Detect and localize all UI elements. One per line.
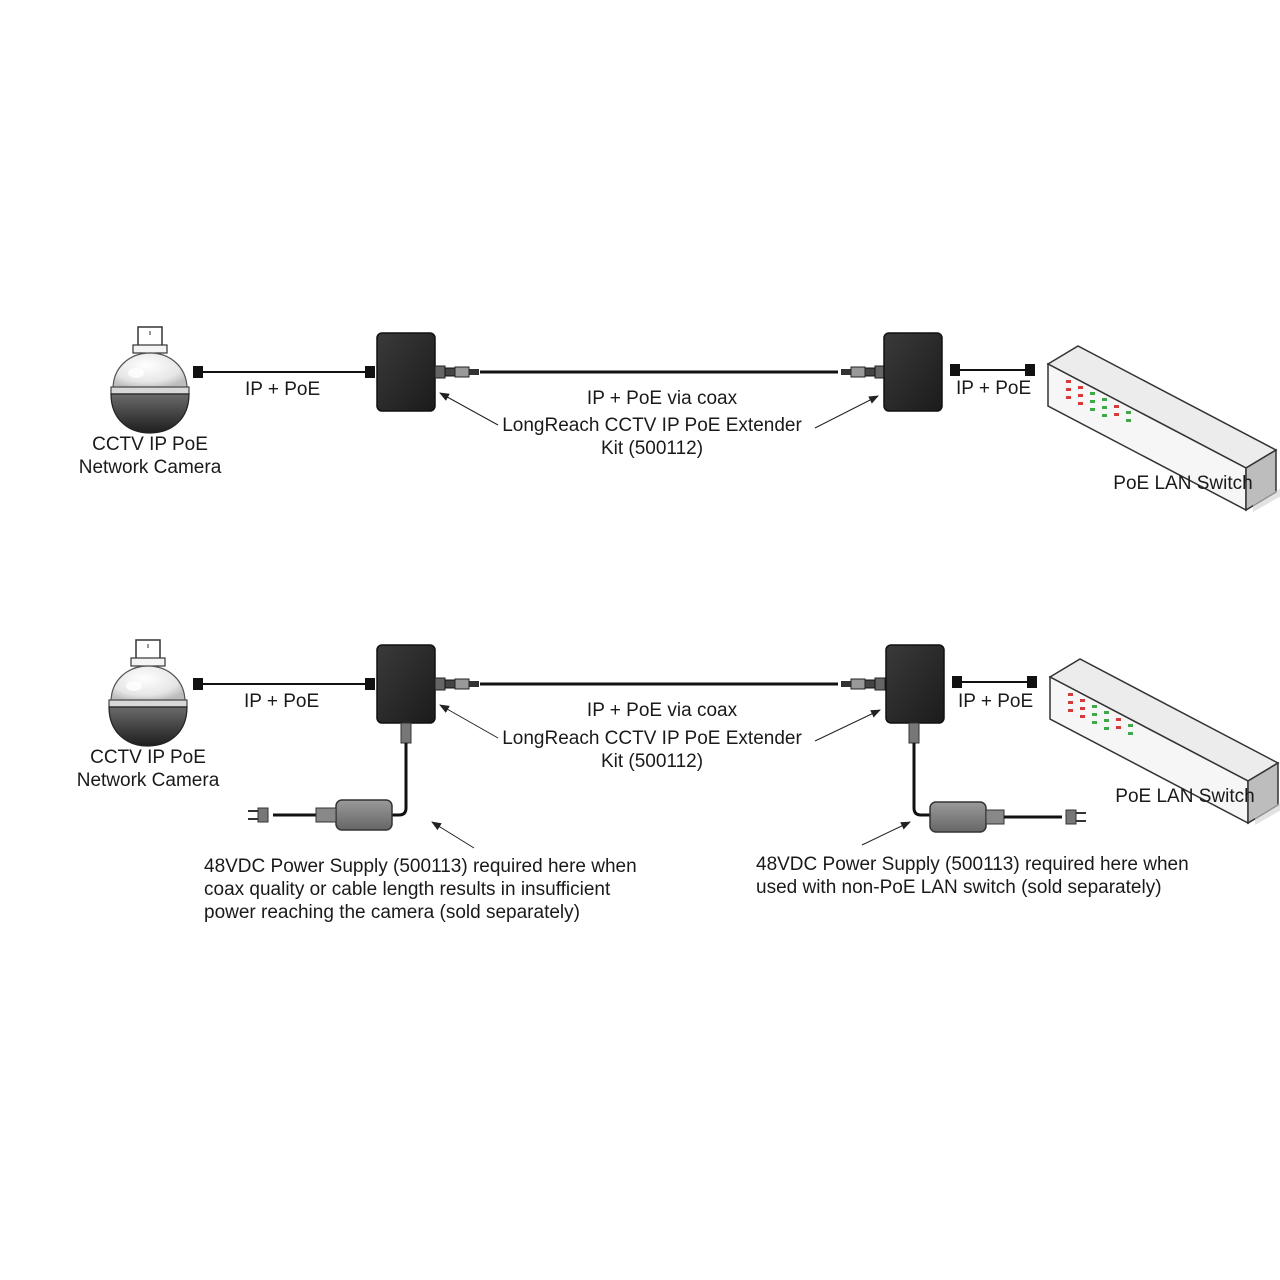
bottom-left-link-label: IP + PoE	[244, 691, 320, 712]
top-left-extender-box	[376, 332, 436, 412]
top-extender-label: LongReach CCTV IP PoE Extender Kit (5001…	[502, 415, 802, 459]
bottom-right-ethernet-cable	[952, 676, 1037, 688]
bottom-diagram	[108, 639, 1280, 849]
top-right-ethernet-cable	[950, 364, 1035, 376]
top-right-extender-box	[883, 332, 943, 412]
top-switch-label: PoE LAN Switch	[1113, 473, 1253, 494]
right-power-note-pointer	[861, 821, 911, 846]
top-left-extender-pointer	[439, 392, 499, 426]
bottom-left-power-supply	[247, 722, 412, 831]
bottom-switch-label: PoE LAN Switch	[1115, 786, 1255, 807]
bottom-left-extender-box	[376, 644, 436, 724]
bottom-right-extender-pointer	[814, 709, 881, 742]
bottom-dome-camera-icon	[108, 639, 188, 747]
top-coax-cable	[434, 365, 886, 379]
top-camera-label: CCTV IP PoE Network Camera	[78, 434, 222, 478]
bottom-left-ethernet-cable	[193, 678, 375, 690]
bottom-right-extender-box	[885, 644, 945, 724]
left-power-note-pointer	[431, 821, 475, 849]
bottom-right-link-label: IP + PoE	[958, 691, 1034, 712]
top-right-link-label: IP + PoE	[956, 378, 1032, 399]
top-right-extender-pointer	[814, 395, 879, 429]
bottom-left-extender-pointer	[439, 704, 499, 739]
bottom-camera-label: CCTV IP PoE Network Camera	[76, 747, 220, 791]
top-coax-label: IP + PoE via coax	[586, 388, 738, 409]
top-left-link-label: IP + PoE	[245, 379, 321, 400]
bottom-coax-label: IP + PoE via coax	[586, 700, 738, 721]
right-power-note: 48VDC Power Supply (500113) required her…	[756, 854, 1189, 898]
bottom-coax-cable	[434, 677, 886, 691]
top-left-ethernet-cable	[193, 366, 375, 378]
bottom-right-power-supply	[908, 722, 1087, 833]
top-dome-camera-icon	[110, 326, 190, 434]
left-power-note: 48VDC Power Supply (500113) required her…	[204, 856, 637, 923]
bottom-extender-label: LongReach CCTV IP PoE Extender Kit (5001…	[502, 728, 802, 772]
top-diagram	[110, 326, 1280, 513]
